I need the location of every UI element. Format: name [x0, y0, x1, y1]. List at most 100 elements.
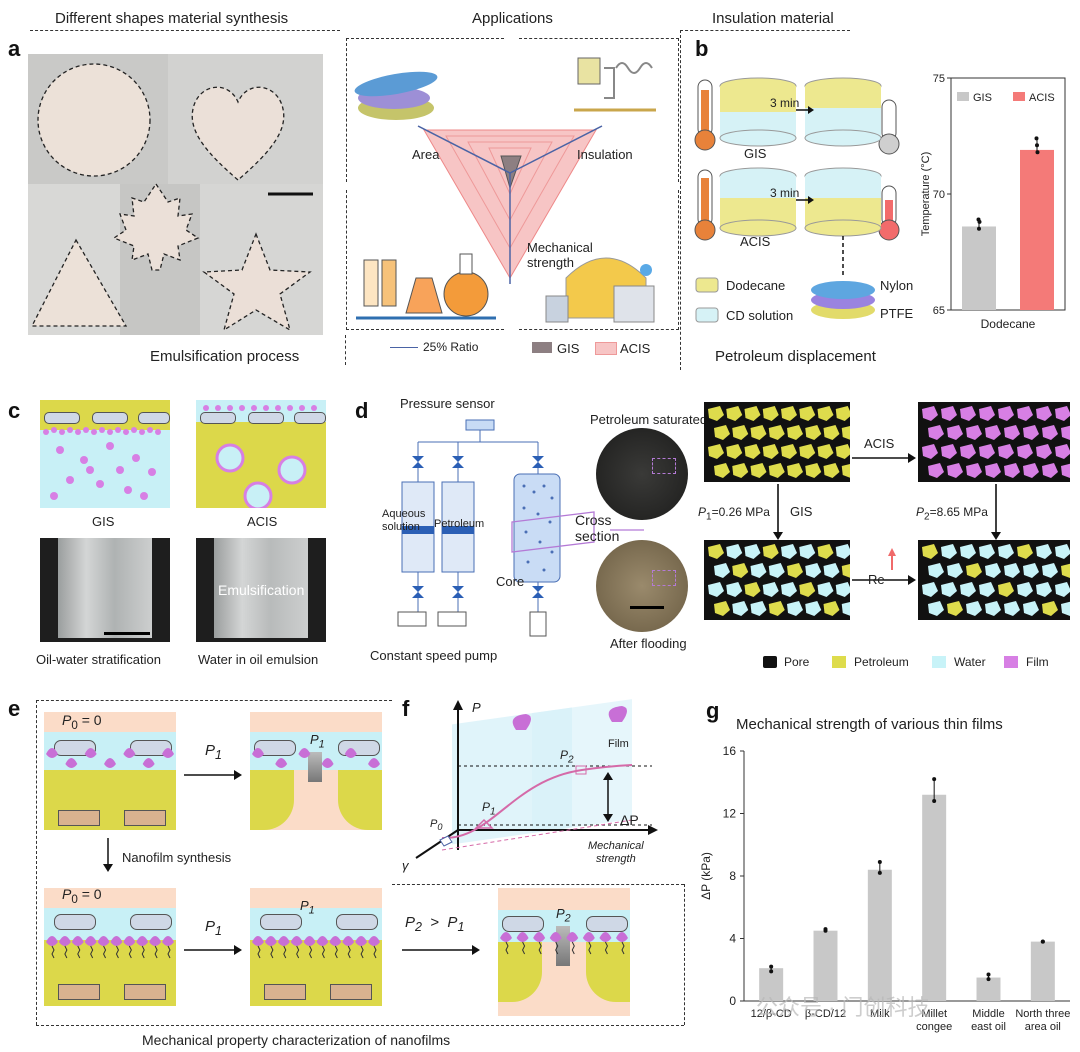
b-bar-gis: [962, 226, 996, 310]
pore-grain: [1061, 425, 1070, 440]
pore-grain: [947, 563, 963, 578]
gis-particle: [86, 466, 94, 474]
surfactant-tail: [522, 941, 526, 955]
g-x-tick-label: 12/β-CD: [751, 1008, 792, 1020]
pore-grain: [714, 601, 730, 616]
f-film-label: Film: [608, 738, 629, 750]
watermark: 公众号 · 门创科技: [756, 995, 930, 1020]
g-bar: [922, 794, 947, 1001]
gis-c-label: GIS: [92, 514, 115, 529]
g-y-tick-label: 12: [723, 807, 737, 821]
b-y-tick-label: 65: [933, 305, 945, 317]
pore-grain: [1023, 463, 1039, 478]
pore-grain: [708, 444, 724, 459]
synthesis-arrow: [103, 838, 113, 872]
surfactant-tail: [64, 945, 68, 959]
g-data-point: [986, 972, 991, 977]
pore-grain: [817, 582, 834, 597]
cd-molecule: [58, 936, 71, 946]
pore-grain: [1055, 444, 1070, 459]
pore-grain: [979, 406, 995, 421]
cd-molecule: [344, 748, 357, 758]
pore-grain: [768, 425, 785, 440]
pore-grain: [714, 425, 730, 440]
surfactant-tail: [77, 945, 81, 959]
e-p1-label-2: P1: [205, 918, 222, 938]
pore-grain: [1017, 406, 1033, 421]
pore-grain: [1023, 601, 1039, 616]
aqueous-solution-label: Aqueous solution: [382, 508, 426, 533]
pore-grain: [941, 444, 957, 459]
cd-molecule: [71, 936, 84, 946]
constant-speed-pump-label: Constant speed pump: [370, 648, 498, 663]
f-p1-label: P1: [482, 800, 496, 818]
e-p2-inner: P2: [556, 906, 571, 925]
pore-grain: [762, 444, 779, 459]
pore-grain: [985, 601, 1001, 616]
cd-molecule: [110, 936, 123, 946]
pore-grain: [768, 463, 785, 478]
b-legend-swatch: [957, 92, 969, 101]
e-schematic-1: [44, 712, 176, 830]
p0-label: P0 = 0: [62, 712, 102, 732]
cd-molecule: [368, 758, 380, 768]
pore-grain: [787, 563, 803, 578]
cd-molecule: [298, 748, 311, 758]
acis-top-particle: [215, 405, 221, 411]
pore-grain: [928, 463, 944, 478]
gis-interface-particle: [107, 429, 113, 435]
applications-title: Applications: [472, 10, 553, 27]
acis-droplet: [277, 455, 307, 485]
gis-interface-particle: [123, 429, 129, 435]
cd-molecule: [303, 936, 316, 946]
water-legend-label: Water: [954, 655, 986, 669]
e-arrow-2: [184, 945, 242, 955]
g-data-point: [823, 927, 828, 932]
panel-b-divider: [680, 30, 681, 370]
pore-grain: [922, 544, 938, 559]
b-legend-swatch: [1013, 92, 1025, 101]
gis-swatch: [532, 342, 552, 353]
cd-molecule: [549, 932, 562, 942]
p2-label: P2=8.65 MPa: [916, 505, 988, 523]
vial-photo-2: Emulsification: [196, 538, 326, 642]
pore-grain: [985, 425, 1001, 440]
surfactant-tail: [167, 945, 171, 959]
pore-grain: [1055, 544, 1070, 559]
f-delta-p-label: ΔP: [620, 812, 639, 828]
panel-g-label: g: [706, 698, 720, 723]
pore-grain: [1017, 582, 1033, 597]
e-arrow-1: [184, 770, 242, 780]
mechanical-property-caption: Mechanical property characterization of …: [142, 1032, 451, 1048]
after-flooding-label: After flooding: [610, 636, 687, 651]
g-y-tick-label: 8: [729, 869, 736, 883]
pore-grain: [817, 444, 834, 459]
pore-grain: [841, 601, 850, 616]
pore-grain: [726, 406, 743, 421]
surfactant-tail: [360, 945, 364, 959]
gis-particle: [116, 466, 124, 474]
surfactant-tail: [621, 941, 625, 955]
g-data-point: [769, 964, 774, 969]
cd-solution-legend-label: CD solution: [726, 308, 794, 323]
pore-grain: [960, 406, 976, 421]
pore-grain: [1004, 563, 1020, 578]
water-swatch: [932, 656, 946, 668]
panel-c-label: c: [8, 398, 21, 423]
pore-grain: [835, 444, 850, 459]
cd-molecule: [162, 748, 174, 758]
petroleum-swatch: [832, 656, 846, 668]
cd-molecule: [316, 936, 329, 946]
f-p-axis-label: P: [472, 700, 481, 715]
surfactant-tail: [51, 945, 55, 959]
insulation-title: Insulation material: [712, 10, 834, 27]
panel-d-label: d: [355, 398, 369, 423]
g-x-tick-label: Millet: [921, 1008, 947, 1020]
pore-grain: [960, 544, 976, 559]
gis-particle: [66, 476, 74, 484]
core-label: Core: [496, 574, 525, 589]
pore-grain: [1042, 563, 1058, 578]
acis-top-particle: [299, 405, 305, 411]
pore-grain: [1055, 406, 1070, 421]
